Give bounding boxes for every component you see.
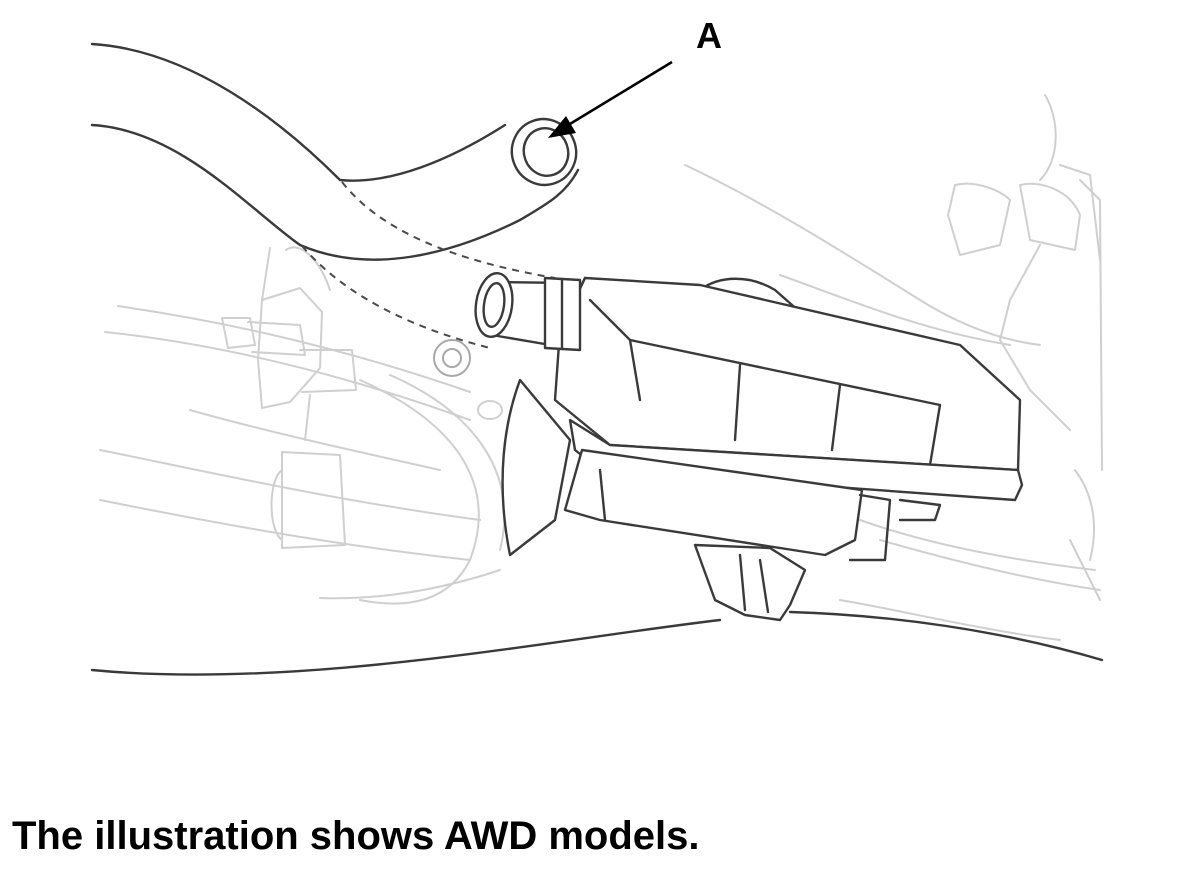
connection-guide-lines — [301, 181, 556, 349]
reservoir-component — [474, 272, 1024, 622]
hose-a — [90, 42, 580, 261]
illustration-svg: A — [90, 15, 1104, 676]
callout-a-label: A — [696, 15, 722, 56]
background-linework — [99, 94, 1103, 641]
figure-caption: The illustration shows AWD models. — [12, 814, 700, 858]
lower-frame-outline — [90, 610, 1104, 676]
callout-a: A — [548, 15, 722, 138]
callout-arrow-head — [548, 116, 576, 138]
